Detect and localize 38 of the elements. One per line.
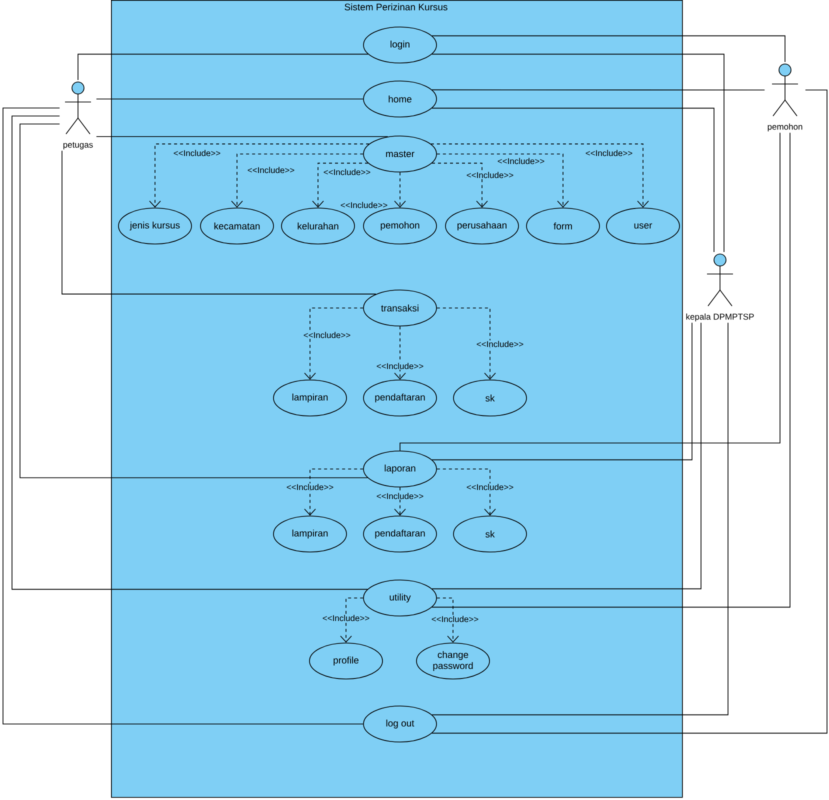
connector [340, 598, 364, 643]
connector [304, 468, 364, 516]
connector [436, 154, 569, 208]
actor: petugas [63, 82, 93, 150]
connector [149, 144, 370, 208]
actor: pemohon [768, 64, 802, 132]
node-label: pemohon [768, 123, 802, 132]
connector [432, 322, 702, 590]
actor: kepala DPMPTSP [686, 254, 754, 322]
connector [231, 154, 364, 208]
connector [62, 150, 376, 294]
node-label: petugas [63, 142, 93, 150]
connector [436, 468, 496, 516]
connector [432, 35, 786, 62]
connector [312, 162, 368, 208]
connector [2, 108, 364, 724]
connector [78, 54, 368, 80]
connector [394, 172, 406, 208]
connector [394, 487, 406, 516]
connector [432, 90, 828, 734]
connector [436, 598, 459, 643]
connector [432, 89, 765, 90]
connector [96, 98, 364, 100]
connector [432, 322, 728, 716]
connector [432, 162, 488, 208]
connector [432, 108, 714, 252]
connector [436, 308, 496, 380]
connector [400, 132, 780, 451]
connector [304, 308, 364, 380]
connector [430, 144, 649, 208]
connector [20, 124, 368, 478]
connector [394, 326, 406, 380]
connector [96, 136, 388, 138]
connector [432, 132, 790, 608]
connector [432, 322, 692, 460]
connector [432, 54, 724, 252]
node-label: kepala DPMPTSP [686, 313, 754, 322]
connector [12, 116, 368, 590]
